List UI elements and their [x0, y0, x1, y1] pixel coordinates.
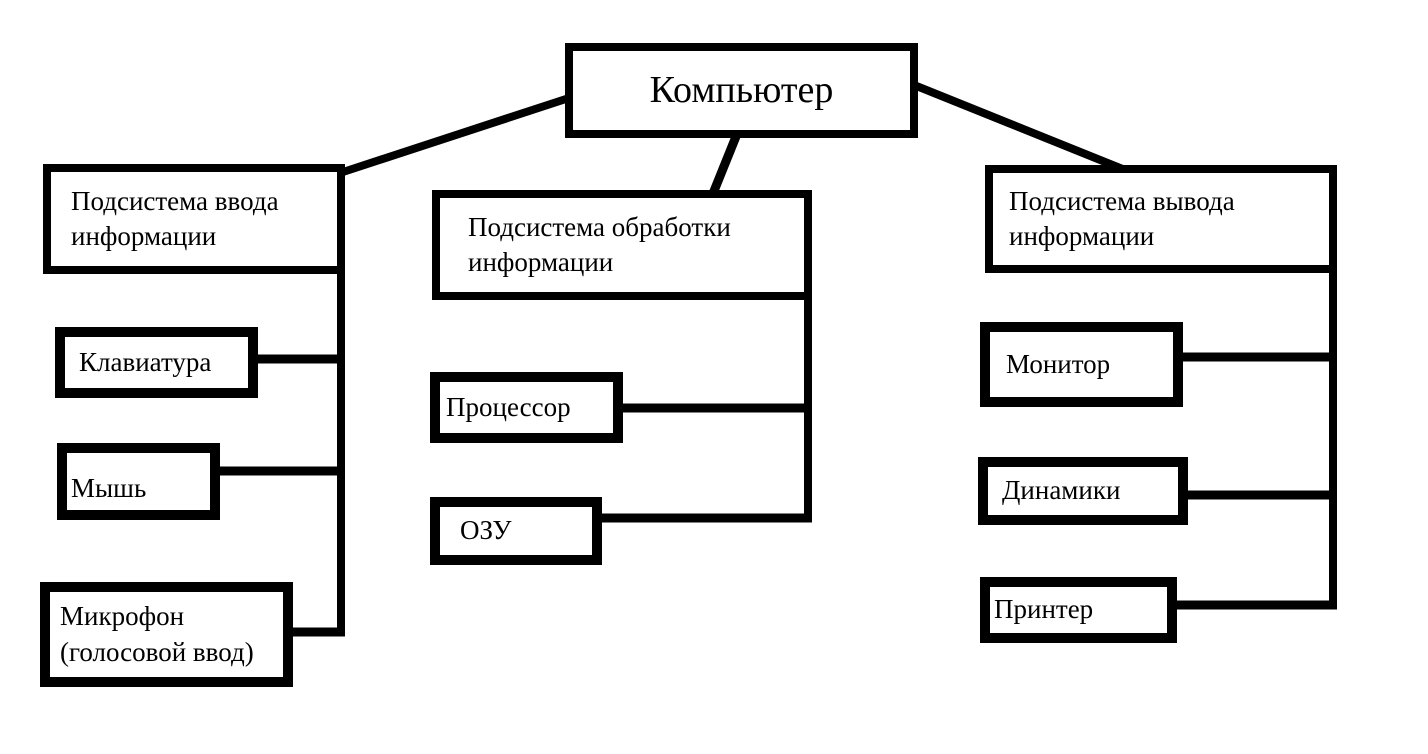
node-processing-subsystem: Подсистема обработки информации — [432, 190, 812, 300]
node-microphone-label: Микрофон (голосовой ввод) — [60, 601, 254, 667]
node-input-subsystem-label: Подсистема ввода информации — [71, 185, 279, 251]
node-keyboard-label: Клавиатура — [79, 346, 212, 377]
node-monitor: Монитор — [980, 322, 1183, 407]
connector-computer-to-output-subsystem — [912, 81, 1132, 176]
node-input-subsystem: Подсистема ввода информации — [43, 164, 345, 274]
node-output-subsystem: Подсистема вывода информации — [985, 165, 1337, 273]
node-mouse: Мышь — [57, 443, 220, 520]
node-printer: Принтер — [980, 577, 1177, 643]
node-speakers: Динамики — [978, 457, 1188, 525]
node-mouse-label: Мышь — [71, 472, 147, 503]
node-ram: ОЗУ — [430, 497, 602, 565]
connector-computer-to-input-subsystem — [341, 93, 574, 176]
connector-computer-to-processing-subsystem — [707, 132, 742, 198]
node-microphone: Микрофон (голосовой ввод) — [40, 582, 293, 687]
node-ram-label: ОЗУ — [460, 515, 512, 546]
node-processor-label: Процессор — [446, 391, 571, 422]
node-output-subsystem-label: Подсистема вывода информации — [1009, 185, 1235, 251]
node-computer: Компьютер — [565, 43, 918, 138]
node-keyboard: Клавиатура — [55, 327, 258, 398]
node-processing-subsystem-label: Подсистема обработки информации — [468, 211, 731, 277]
node-processor: Процессор — [430, 372, 623, 443]
node-speakers-label: Динамики — [1002, 475, 1121, 506]
node-computer-label: Компьютер — [649, 68, 834, 111]
node-printer-label: Принтер — [994, 594, 1094, 625]
node-monitor-label: Монитор — [1006, 348, 1111, 379]
